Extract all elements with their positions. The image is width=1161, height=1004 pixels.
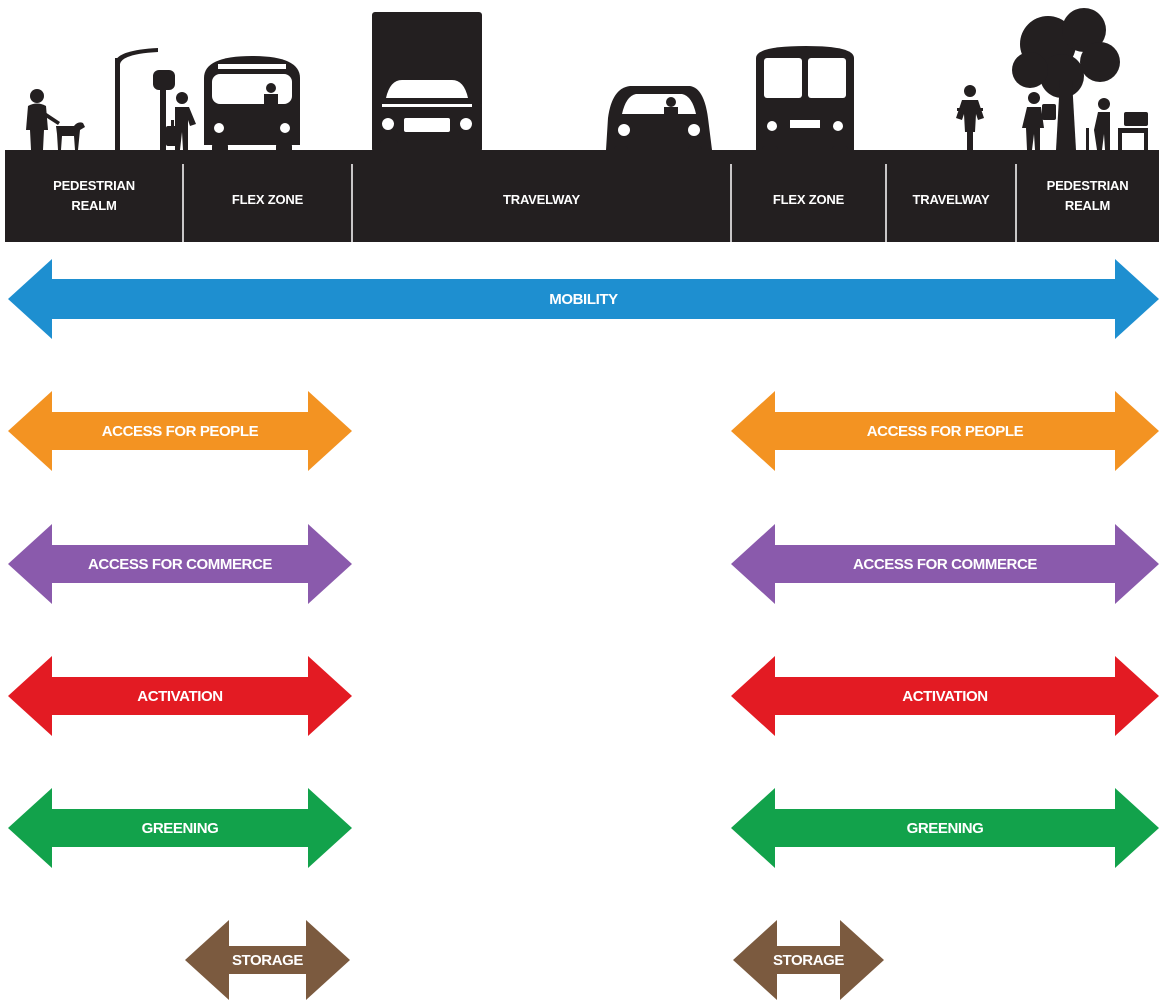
storage-label: STORAGE [773, 952, 844, 969]
activation-arrow: ACTIVATION [8, 656, 352, 736]
zone-label: TRAVELWAY [503, 192, 580, 207]
zone-label: TRAVELWAY [913, 192, 990, 207]
bus-front-icon [756, 46, 854, 162]
zone-label: REALM [71, 198, 116, 213]
double-arrow-shape [733, 920, 884, 1000]
greening-arrow: GREENING [731, 788, 1159, 868]
storage-label: STORAGE [232, 952, 303, 969]
bus-front-icon [204, 56, 300, 163]
storage-arrow: STORAGE [185, 920, 350, 1000]
access-for-people-label: ACCESS FOR PEOPLE [867, 423, 1024, 440]
tree-icon [1012, 8, 1120, 150]
zone-label: PEDESTRIAN [1047, 178, 1129, 193]
bench-icon [1118, 112, 1148, 150]
access-for-people-arrow: ACCESS FOR PEOPLE [8, 391, 352, 471]
street-illustrations [26, 8, 1148, 163]
double-arrow-shape [8, 391, 352, 471]
double-arrow-shape [8, 524, 352, 604]
double-arrow-shape [731, 524, 1159, 604]
parking-meter-icon [153, 70, 175, 152]
function-arrows: MOBILITY ACCESS FOR PEOPLE ACCESS FOR PEOP… [8, 259, 1159, 1000]
greening-label: GREENING [142, 820, 219, 837]
access-for-commerce-arrow: ACCESS FOR COMMERCE [8, 524, 352, 604]
zone-travelway-main: TRAVELWAY [351, 164, 581, 242]
double-arrow-shape [8, 788, 352, 868]
cyclist-icon [956, 85, 984, 156]
access-for-commerce-label: ACCESS FOR COMMERCE [88, 556, 272, 573]
shopper-icon [1022, 92, 1056, 150]
zone-label: FLEX ZONE [232, 192, 304, 207]
double-arrow-shape [8, 259, 1159, 339]
double-arrow-shape [185, 920, 350, 1000]
access-for-commerce-label: ACCESS FOR COMMERCE [853, 556, 1037, 573]
double-arrow-shape [731, 656, 1159, 736]
person-with-luggage-icon [166, 92, 196, 150]
activation-arrow: ACTIVATION [731, 656, 1159, 736]
storage-arrow: STORAGE [733, 920, 884, 1000]
truck-front-icon [372, 12, 482, 162]
access-for-people-arrow: ACCESS FOR PEOPLE [731, 391, 1159, 471]
zone-pedestrian-realm-right: PEDESTRIAN REALM [1015, 164, 1129, 242]
zone-label: PEDESTRIAN [53, 178, 135, 193]
greening-label: GREENING [907, 820, 984, 837]
zone-label: FLEX ZONE [773, 192, 845, 207]
activation-label: ACTIVATION [902, 688, 987, 705]
zone-flex-zone-left: FLEX ZONE [182, 164, 304, 242]
double-arrow-shape [731, 391, 1159, 471]
street-lamp-icon [115, 48, 158, 152]
elderly-person-with-cane-icon [1086, 98, 1110, 150]
zone-pedestrian-realm-left: PEDESTRIAN REALM [53, 178, 135, 213]
double-arrow-shape [731, 788, 1159, 868]
zone-travelway-bike: TRAVELWAY [885, 164, 990, 242]
access-for-commerce-arrow: ACCESS FOR COMMERCE [731, 524, 1159, 604]
access-for-people-label: ACCESS FOR PEOPLE [102, 423, 259, 440]
zone-flex-zone-right: FLEX ZONE [730, 164, 845, 242]
greening-arrow: GREENING [8, 788, 352, 868]
pedestrian-with-dog-icon [26, 89, 85, 150]
activation-label: ACTIVATION [137, 688, 222, 705]
street-section-bar: PEDESTRIAN REALM FLEX ZONE TRAVELWAY FLEX ZO… [5, 150, 1159, 242]
zone-label: REALM [1065, 198, 1110, 213]
mobility-label: MOBILITY [549, 291, 618, 308]
zone-bar-background [5, 150, 1159, 242]
mobility-arrow: MOBILITY [8, 259, 1159, 339]
double-arrow-shape [8, 656, 352, 736]
